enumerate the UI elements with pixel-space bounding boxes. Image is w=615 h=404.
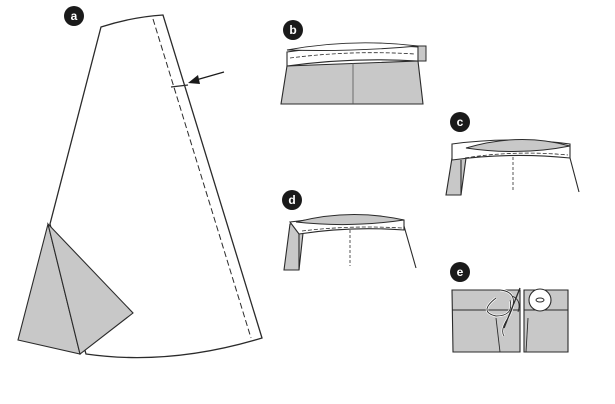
waistband-stitch-d	[301, 226, 403, 232]
skirt-outline	[49, 14, 263, 359]
skirt-front-d	[298, 225, 417, 270]
skirt-front-c	[460, 157, 580, 195]
panel-d: d	[282, 190, 417, 271]
badge-c	[450, 112, 470, 132]
badge-d-label: d	[288, 193, 295, 207]
skirt-body-c	[445, 157, 467, 196]
button-icon	[528, 288, 552, 312]
badge-b-label: b	[289, 23, 296, 37]
folded-fabric-front	[46, 222, 134, 355]
panel-e: e	[450, 262, 569, 353]
badge-e	[450, 262, 470, 282]
waistband-top-c	[465, 138, 571, 153]
left-piece-e	[451, 289, 521, 353]
badge-d	[282, 190, 302, 210]
badge-c-label: c	[457, 115, 464, 129]
waistband-stitch-b	[289, 52, 416, 59]
panel-b: b	[280, 20, 427, 105]
skirt-stitch-line	[152, 18, 252, 339]
right-seam-e	[525, 317, 529, 353]
needle-icon	[503, 287, 521, 329]
notch-mark	[170, 84, 189, 88]
skirt-body-b	[280, 60, 424, 105]
badge-a	[64, 6, 84, 26]
waistband-stitch-c	[464, 152, 569, 159]
arrow-icon	[188, 71, 225, 84]
panel-a: a	[17, 6, 263, 359]
waistband-top-d	[295, 213, 405, 226]
badge-a-label: a	[71, 9, 78, 23]
left-seam-e	[495, 317, 501, 353]
badge-e-label: e	[457, 265, 464, 279]
waistband-tab-b	[417, 45, 427, 62]
badge-b	[283, 20, 303, 40]
panel-c: c	[445, 112, 580, 196]
